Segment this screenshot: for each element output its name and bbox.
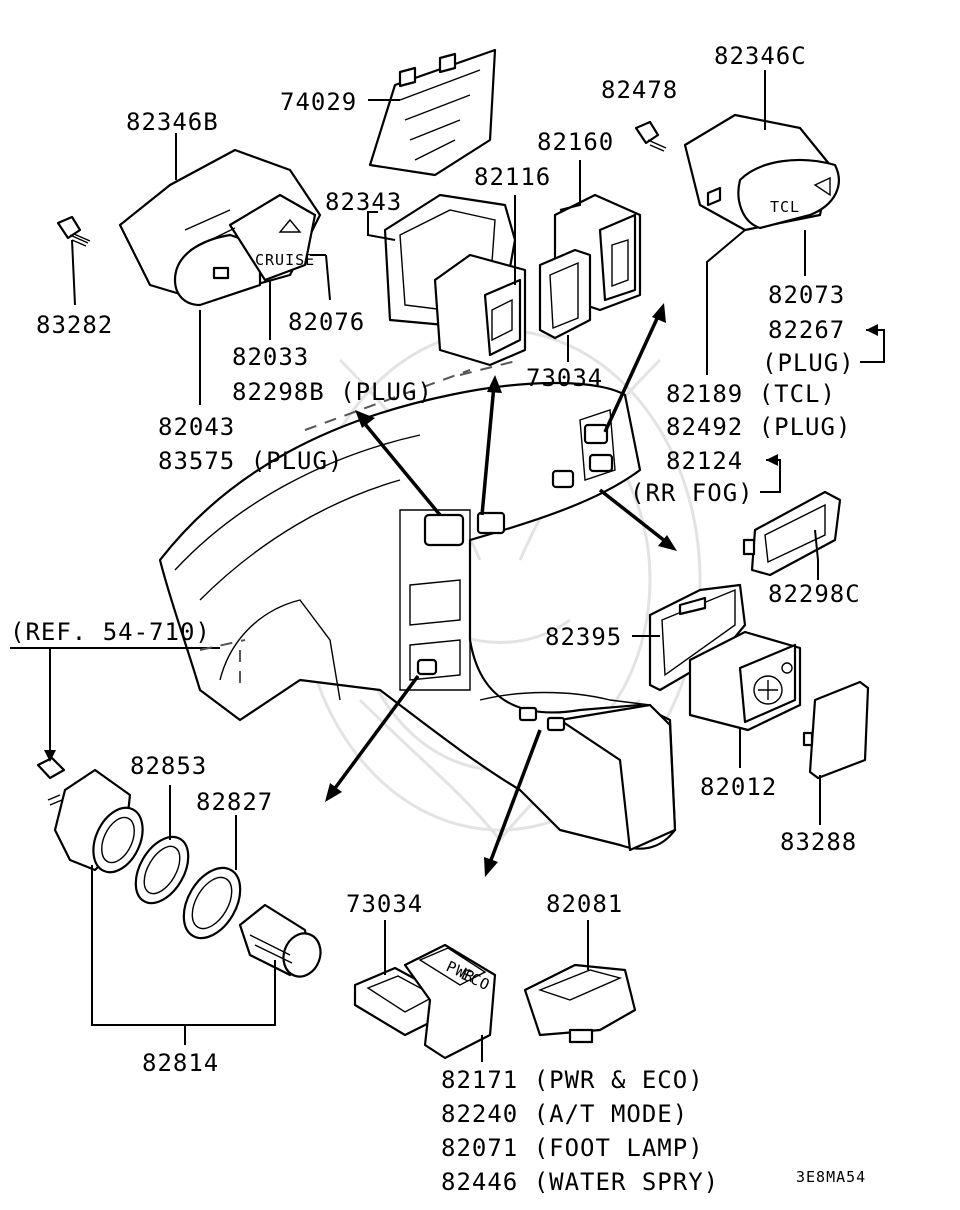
part-82116-switch [433, 253, 527, 367]
part-82346c-switch-panel: TCL [683, 113, 840, 232]
part-82853-ring [134, 835, 190, 905]
label-83288: 83288 [780, 828, 857, 856]
part-83288-cover [802, 680, 870, 780]
tcl-label: TCL [770, 198, 800, 216]
label-82012: 82012 [700, 773, 777, 801]
label-82073: 82073 [768, 281, 845, 309]
part-82012-mirror-switch [688, 630, 802, 732]
label-82071: 82071 (FOOT LAMP) [441, 1134, 704, 1162]
label-rr-fog: (RR FOG) [630, 479, 754, 507]
part-82298c-plug [742, 490, 842, 577]
location-arrows [325, 303, 677, 877]
label-83575-plug: 83575 (PLUG) [158, 447, 343, 475]
label-74029: 74029 [280, 88, 357, 116]
part-73034-cover-top [538, 248, 592, 340]
label-82298b-plug: 82298B (PLUG) [232, 378, 433, 406]
part-82081-lamp [523, 963, 637, 1044]
label-ref-54-710: (REF. 54-710) [10, 618, 211, 646]
label-82116: 82116 [474, 163, 551, 191]
dashed-lines [199, 359, 521, 690]
plug-arrowheads [44, 324, 878, 762]
label-82160: 82160 [537, 128, 614, 156]
label-73034-bottom: 73034 [346, 890, 423, 918]
cruise-label: CRUISE [255, 251, 315, 269]
part-74029-vent [368, 48, 497, 177]
label-82298c: 82298C [768, 580, 861, 608]
part-82814-lighter [238, 903, 322, 978]
label-82240: 82240 (A/T MODE) [441, 1100, 688, 1128]
part-82814-socket [47, 768, 144, 874]
label-82346c: 82346C [714, 42, 807, 70]
label-82492-plug: 82492 (PLUG) [666, 413, 851, 441]
dashboard-illustration [158, 381, 677, 852]
label-82346b: 82346B [126, 108, 219, 136]
label-82446: 82446 (WATER SPRY) [441, 1168, 719, 1196]
part-82171-switch: PWR ECO [403, 943, 497, 1060]
label-82827: 82827 [196, 788, 273, 816]
label-83282: 83282 [36, 311, 113, 339]
part-labels: 74029 82346B 83282 82076 82033 82298B (P… [10, 42, 866, 1196]
label-82189-tcl: 82189 (TCL) [666, 380, 836, 408]
label-82043: 82043 [158, 413, 235, 441]
leader-lines [10, 70, 885, 1062]
label-82171: 82171 (PWR & ECO) [441, 1066, 704, 1094]
label-82033: 82033 [232, 343, 309, 371]
part-82827-ring [182, 866, 242, 940]
label-82395: 82395 [545, 623, 622, 651]
label-plug: (PLUG) [762, 349, 855, 377]
label-82814: 82814 [142, 1049, 219, 1077]
label-82076: 82076 [288, 308, 365, 336]
part-82346b-switch-panel: CRUISE [118, 148, 322, 307]
part-ref-clip [36, 756, 66, 780]
diagram-code: 3E8MA54 [796, 1168, 866, 1186]
label-82853: 82853 [130, 752, 207, 780]
label-73034-top: 73034 [526, 364, 603, 392]
label-82267: 82267 [768, 316, 845, 344]
label-82478: 82478 [601, 76, 678, 104]
part-82478-screw [634, 120, 667, 152]
label-82343: 82343 [325, 188, 402, 216]
label-82081: 82081 [546, 890, 623, 918]
label-82124: 82124 [666, 447, 743, 475]
part-83282-screw [56, 215, 91, 247]
